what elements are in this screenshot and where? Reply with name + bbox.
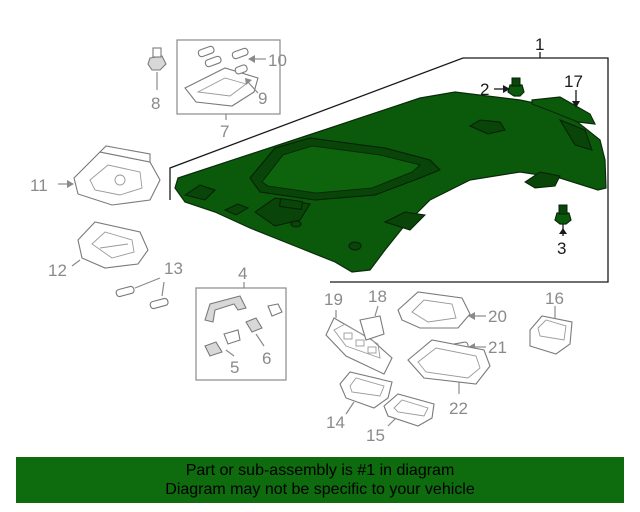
callout-12: 12 [48,261,67,280]
notice-line-1: Part or sub-assembly is #1 in diagram [185,462,455,479]
clip-part-2[interactable] [494,77,525,97]
module-part-18[interactable] [359,305,385,341]
callout-13: 13 [164,259,183,278]
map-light-part-11[interactable] [58,145,161,206]
module-part-16[interactable] [529,306,573,355]
cover-part-15[interactable] [383,393,435,427]
part-1-box [169,52,609,283]
callout-9: 9 [258,89,267,108]
diagram-notice-banner: Part or sub-assembly is #1 in diagram Di… [16,457,624,503]
callout-7: 7 [220,122,229,141]
callout-11: 11 [30,176,48,195]
dome-light-part-20[interactable] [397,291,486,329]
callout-10: 10 [268,51,287,70]
clip-part-3[interactable] [554,204,572,236]
callout-labels: 1 2 17 3 10 9 8 7 11 12 13 4 6 5 19 18 2… [30,35,583,445]
bracket-part-17[interactable] [531,90,597,125]
callout-6: 6 [262,349,271,368]
callout-5: 5 [230,358,239,377]
switch-part-19[interactable] [325,310,393,375]
callout-15: 15 [366,426,385,445]
callout-16: 16 [545,289,564,308]
callout-3: 3 [557,239,566,258]
notice-line-2: Diagram may not be specific to your vehi… [165,481,475,498]
callout-19: 19 [324,290,343,309]
cover-part-14[interactable] [339,371,393,415]
callout-17: 17 [564,72,583,91]
callout-1: 1 [535,35,544,54]
callout-4: 4 [238,264,247,283]
lens-part-22[interactable] [407,339,491,394]
grab-handle-group-part-4[interactable] [195,282,287,381]
map-light-base-part-12[interactable] [71,221,149,269]
callout-21: 21 [488,338,507,357]
parts-diagram: 1 2 17 3 10 9 8 7 11 12 13 4 6 5 19 18 2… [30,35,609,445]
callout-14: 14 [326,413,345,432]
headliner-part-1[interactable] [174,91,607,273]
callout-2: 2 [480,80,489,99]
callout-22: 22 [449,399,468,418]
bulb-part-13[interactable] [115,277,169,310]
clip-part-8[interactable] [147,47,167,90]
part-7-group[interactable] [176,39,281,120]
callout-8: 8 [151,94,160,113]
callout-20: 20 [488,307,507,326]
callout-18: 18 [368,287,387,306]
